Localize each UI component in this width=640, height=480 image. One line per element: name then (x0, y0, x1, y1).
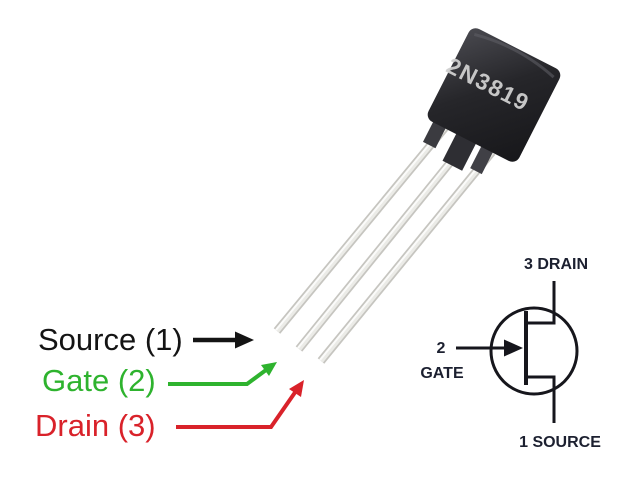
callouts: Source (1) Gate (2) Drain (3) (35, 322, 304, 443)
pin-label-gate: Gate (2) (42, 363, 156, 398)
body-top-edge-highlight (473, 33, 555, 79)
transistor-leads (273, 121, 496, 364)
jfet-drain-terminal (526, 281, 556, 325)
lead-mid (275, 122, 450, 333)
drain-arrowhead (289, 380, 304, 397)
lead-highlight (275, 122, 448, 331)
drain-arrow (176, 389, 298, 429)
gate-arrowhead (261, 362, 277, 376)
schematic-drain-label: 3 DRAIN (524, 256, 588, 273)
pin-label-source: Source (1) (38, 322, 183, 357)
jfet-source-terminal (526, 375, 556, 423)
schematic-gate-number: 2 (437, 340, 446, 357)
jfet-schematic (456, 281, 579, 423)
jfet-circle (489, 306, 579, 396)
source-arrowhead (235, 331, 254, 349)
transistor-lead-source (273, 121, 452, 334)
transistor-package: 2N3819 (422, 28, 561, 175)
lead-mid (319, 150, 494, 363)
lead-stub-2 (442, 132, 477, 171)
gate-arrow (168, 368, 268, 386)
transistor-body (427, 28, 561, 162)
jfet-schematic-labels: 3 DRAIN 2 GATE 1 SOURCE (420, 256, 601, 451)
pin-label-drain: Drain (3) (35, 408, 156, 443)
schematic-source-label: 1 SOURCE (519, 434, 601, 451)
schematic-gate-label: GATE (420, 365, 464, 382)
lead-stub-1 (422, 120, 447, 149)
lead-highlight (297, 136, 470, 349)
lead-stub-3 (470, 144, 494, 175)
transistor-lead-drain (317, 149, 496, 364)
lead-highlight (319, 150, 492, 361)
transistor-lead-gate (295, 135, 474, 352)
lead-mid (297, 136, 472, 351)
jfet-gate-arrowhead (504, 339, 523, 357)
